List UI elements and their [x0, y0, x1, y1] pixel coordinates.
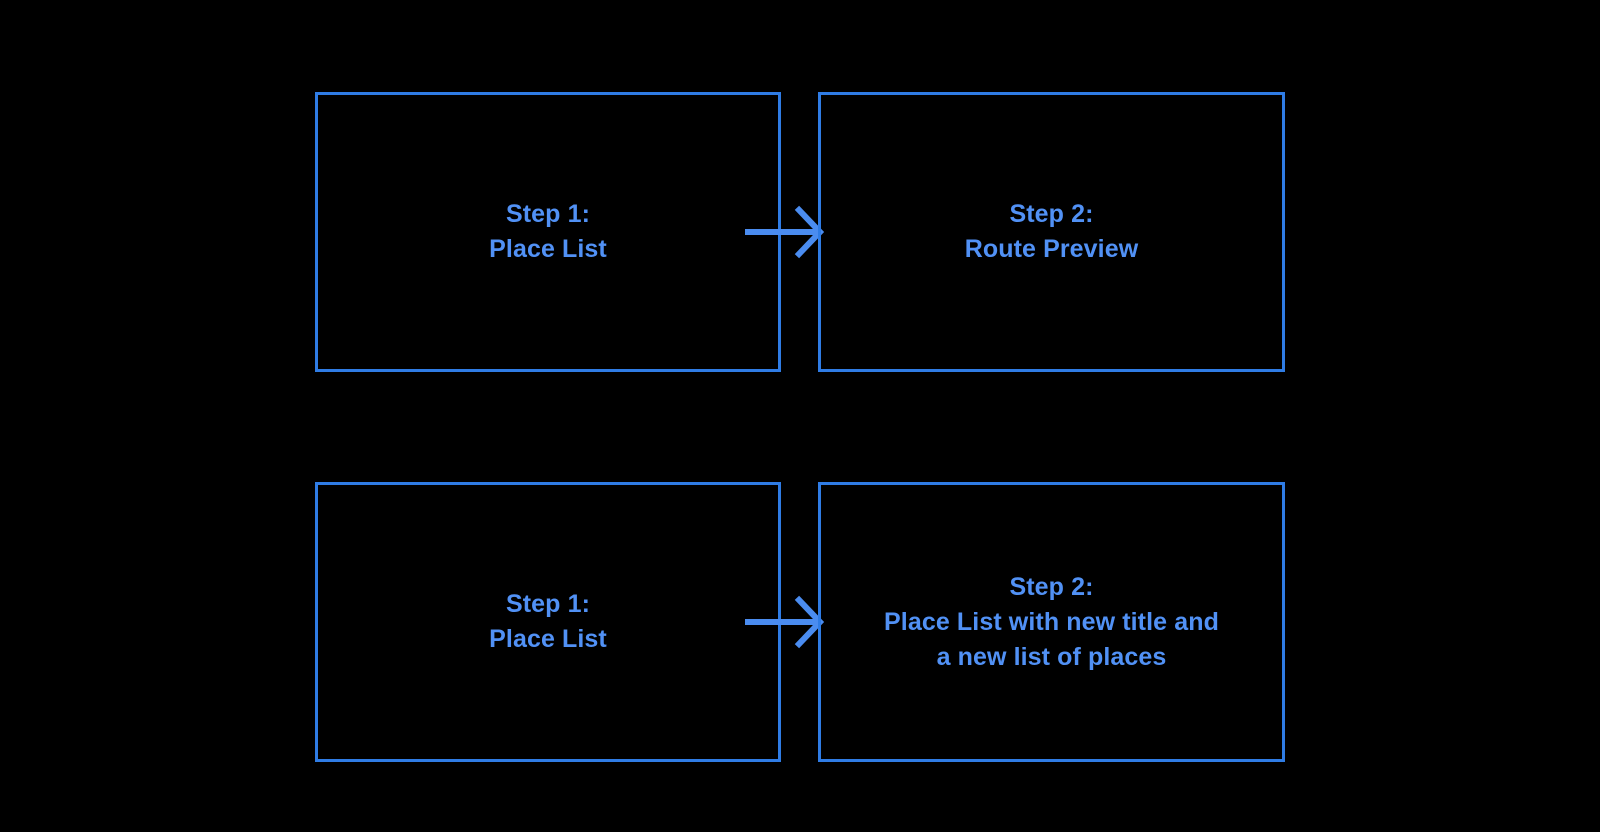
step-box-top-step-1[interactable]: Step 1: Place List	[315, 92, 781, 372]
step-box-top-step-2[interactable]: Step 2: Route Preview	[818, 92, 1285, 372]
arrow-right-icon	[745, 595, 825, 649]
flow-row-bottom: Step 1: Place List Step 2: Place List wi…	[0, 482, 1600, 772]
step-box-label: Step 2: Route Preview	[964, 200, 1139, 263]
step-box-bottom-step-2[interactable]: Step 2: Place List with new title and a …	[818, 482, 1285, 762]
arrow-right-icon	[745, 205, 825, 259]
connector-top	[745, 202, 825, 262]
step-box-label: Step 1: Place List	[489, 200, 607, 263]
connector-bottom	[745, 592, 825, 652]
step-box-bottom-step-1[interactable]: Step 1: Place List	[315, 482, 781, 762]
step-box-label: Step 1: Place List	[489, 590, 607, 653]
step-box-label: Step 2: Place List with new title and a …	[884, 572, 1219, 671]
flow-row-top: Step 1: Place List Step 2: Route Preview	[0, 92, 1600, 382]
